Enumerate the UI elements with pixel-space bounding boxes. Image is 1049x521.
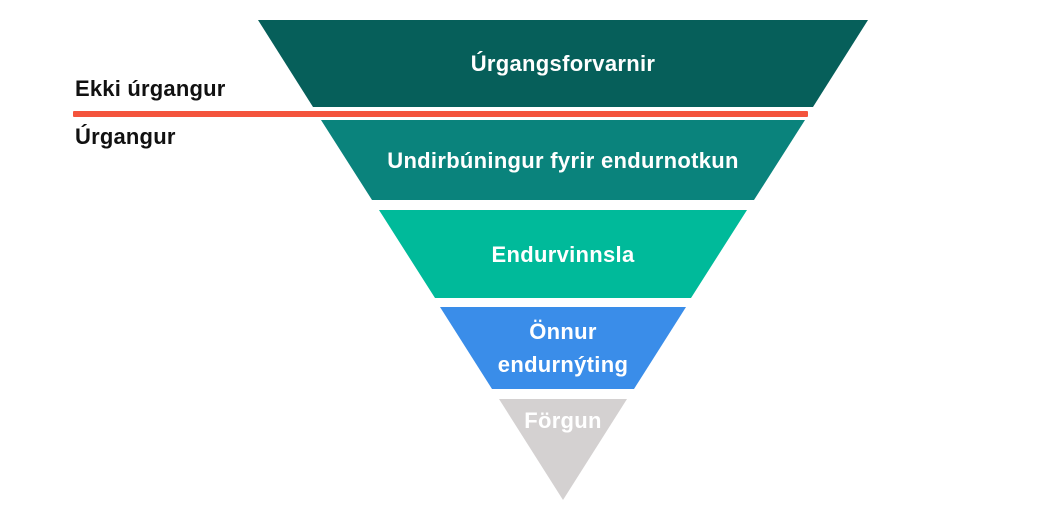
funnel-segment-waste-prevention: Úrgangsforvarnir (258, 20, 868, 107)
funnel-segment-recycling: Endurvinnsla (379, 210, 747, 298)
waste-divider-line (73, 111, 808, 117)
funnel-segment-label: Úrgangsforvarnir (470, 51, 656, 76)
funnel-segment-label: Endurvinnsla (491, 241, 635, 267)
funnel-segment-other-recovery: Önnur endurnýting (440, 307, 686, 389)
funnel-segment-disposal: Förgun (499, 399, 627, 500)
label-waste: Úrgangur (75, 124, 176, 149)
label-not-waste: Ekki úrgangur (75, 76, 226, 101)
funnel-segment-label: Önnur endurnýting (497, 319, 629, 377)
funnel-segment-label: Förgun (524, 408, 602, 433)
funnel-segment-label: Undirbúningur fyrir endurnotkun (387, 147, 739, 173)
funnel-segment-preparation-for-reuse: Undirbúningur fyrir endurnotkun (321, 120, 805, 200)
